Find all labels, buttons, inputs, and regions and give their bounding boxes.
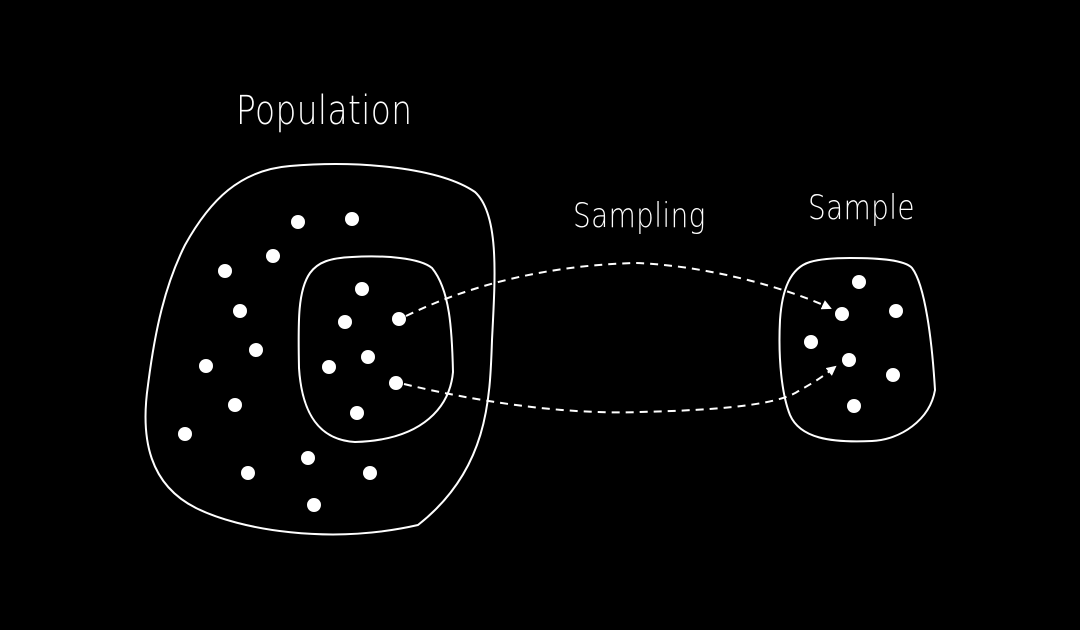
subset-dots	[322, 282, 406, 420]
population-dot	[218, 264, 232, 278]
population-dot	[178, 427, 192, 441]
sampling-label: Sampling	[573, 196, 706, 236]
population-dots	[178, 212, 377, 512]
subset-dot	[392, 312, 406, 326]
sampling-arrow-top	[405, 261, 832, 317]
subset-dot	[338, 315, 352, 329]
sample-dot	[847, 399, 861, 413]
population-dot	[228, 398, 242, 412]
sample-boundary	[778, 256, 937, 443]
population-dot	[307, 498, 321, 512]
subset-dot	[350, 406, 364, 420]
population-dot	[345, 212, 359, 226]
sample-label: Sample	[808, 188, 915, 228]
population-dot	[363, 466, 377, 480]
subset-dot	[361, 350, 375, 364]
sample-dot	[842, 353, 856, 367]
sample-dot	[852, 275, 866, 289]
population-dot	[199, 359, 213, 373]
population-label: Population	[236, 88, 413, 134]
population-dot	[301, 451, 315, 465]
subset-dot	[389, 376, 403, 390]
population-dot	[233, 304, 247, 318]
sample-dot	[835, 307, 849, 321]
sample-dot	[889, 304, 903, 318]
population-dot	[241, 466, 255, 480]
sample-dot	[804, 335, 818, 349]
sample-dot	[886, 368, 900, 382]
subset-dot	[355, 282, 369, 296]
subset-boundary	[297, 255, 455, 444]
sampling-arrow-bottom	[403, 365, 837, 414]
subset-dot	[322, 360, 336, 374]
population-dot	[291, 215, 305, 229]
population-boundary	[144, 163, 496, 536]
population-dot	[249, 343, 263, 357]
sample-dots	[804, 275, 903, 413]
population-dot	[266, 249, 280, 263]
